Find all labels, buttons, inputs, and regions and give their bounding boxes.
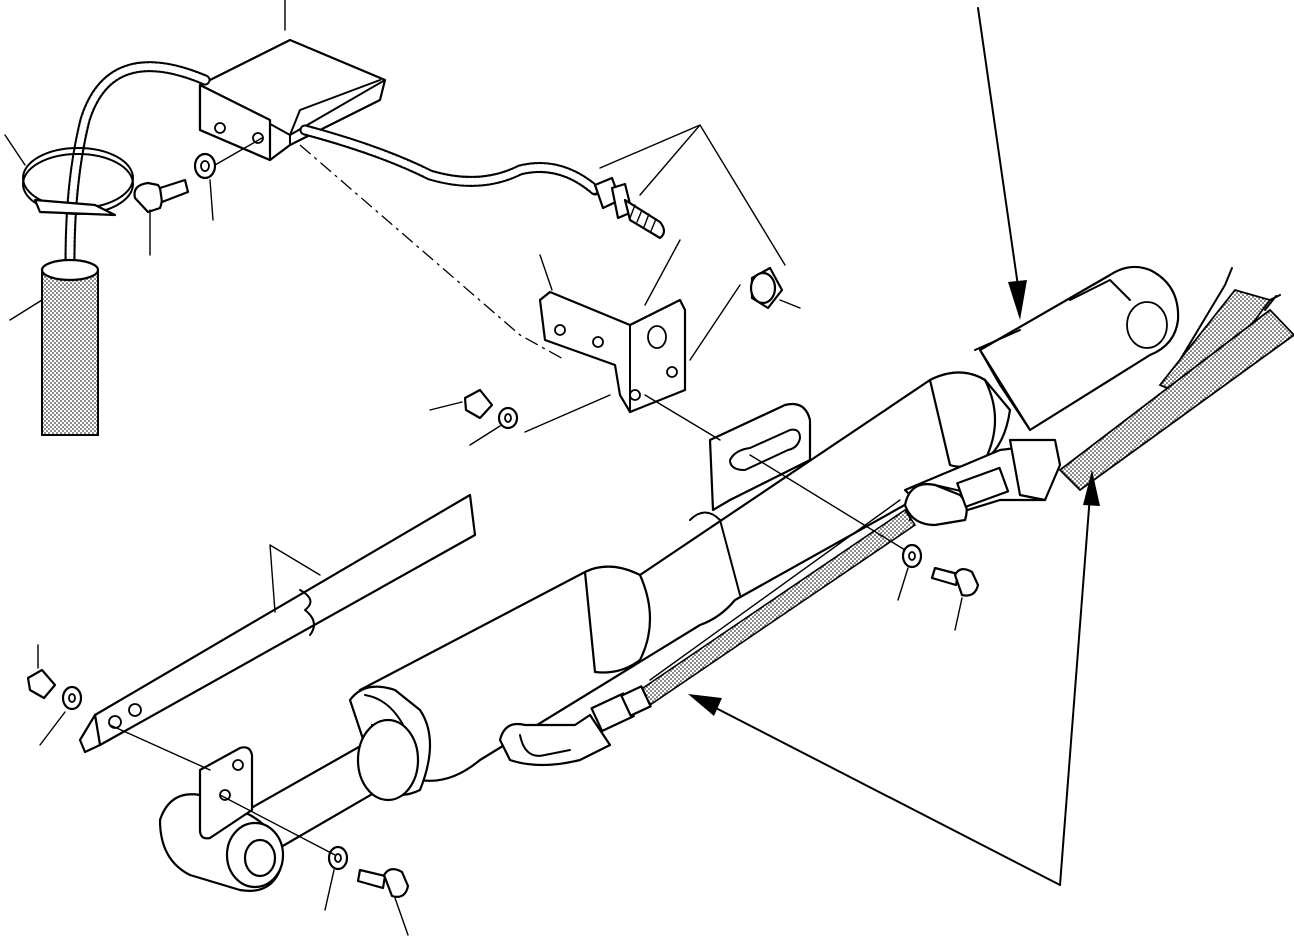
cylinder-rod-end <box>978 265 1180 432</box>
leader-lines <box>109 124 906 856</box>
spacer-nut <box>749 266 801 310</box>
tab-washer <box>897 543 923 601</box>
background-frame <box>1058 267 1294 492</box>
lower-bolt <box>356 868 410 936</box>
gland-nut <box>348 685 432 802</box>
tab-bolt <box>930 566 980 631</box>
cable-clamp <box>4 134 134 217</box>
arrow-top <box>977 7 1027 320</box>
mount-washer <box>193 137 263 221</box>
nut-washer <box>469 406 519 446</box>
nut <box>429 388 494 420</box>
arrow-bottom <box>688 694 1061 886</box>
hose-fittings <box>498 466 1010 767</box>
cable-sleeve <box>9 258 100 436</box>
arrow-right <box>1059 470 1100 886</box>
scale-plate <box>78 493 477 754</box>
sensor-box <box>198 0 387 162</box>
mount-bolt <box>133 178 190 256</box>
plate-washer <box>39 685 83 746</box>
frame-tab <box>708 402 812 512</box>
lower-bracket <box>198 746 254 840</box>
threaded-connector <box>593 176 666 240</box>
plate-nut <box>26 644 57 700</box>
lower-washer <box>324 845 349 911</box>
l-bracket <box>538 254 687 414</box>
centerline <box>299 144 566 361</box>
